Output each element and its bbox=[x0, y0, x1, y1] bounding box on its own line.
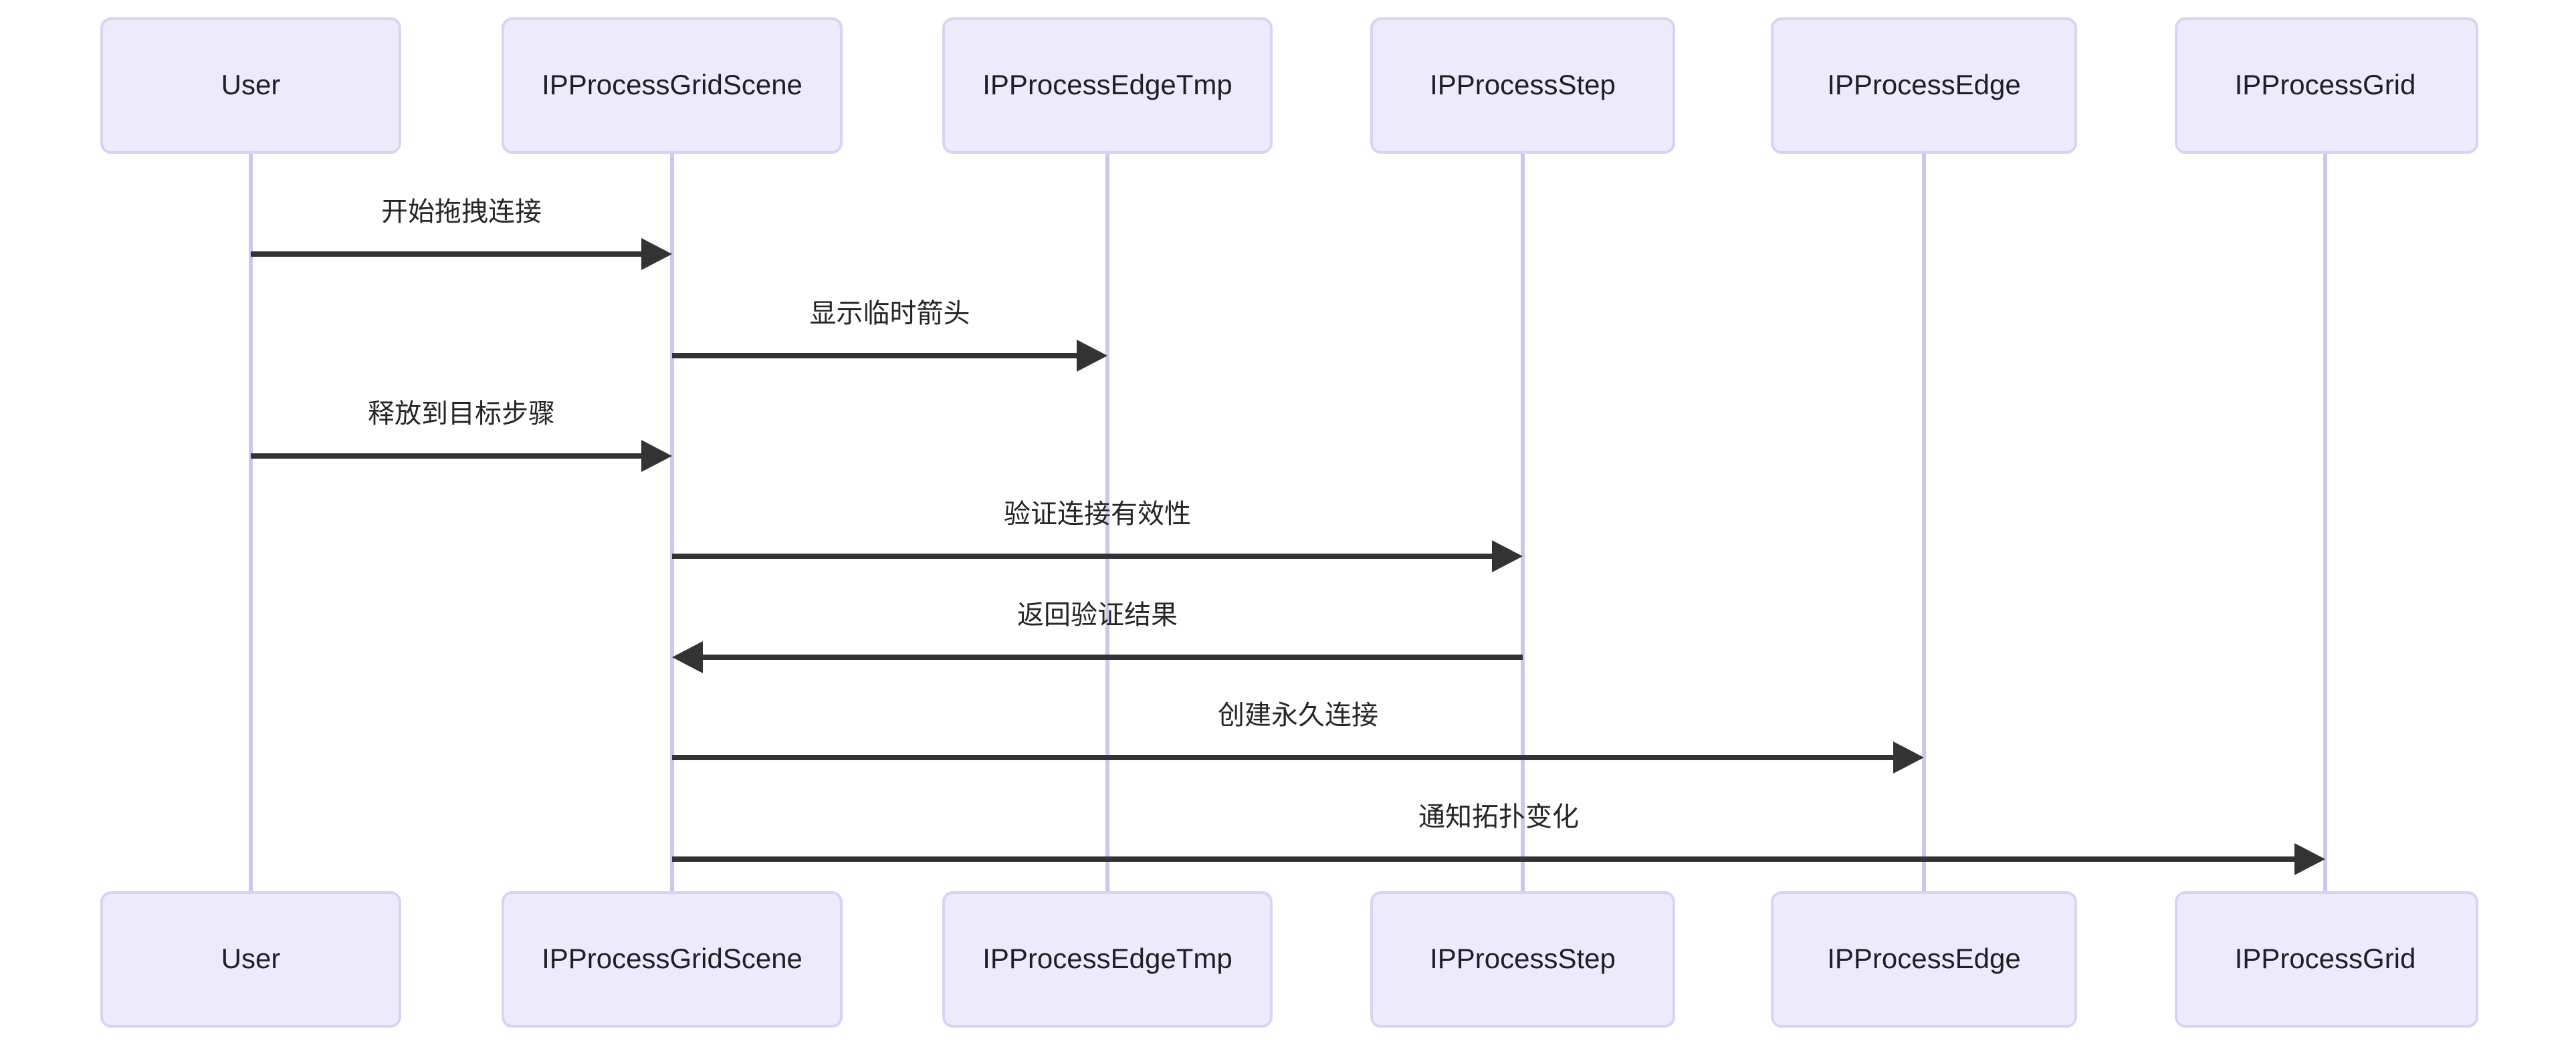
actor-label-user-top: User bbox=[221, 69, 281, 100]
message-3: 释放到目标步骤 bbox=[251, 399, 672, 472]
message-5: 返回验证结果 bbox=[672, 600, 1523, 673]
actor-label-grid-bottom: IPProcessGrid bbox=[2235, 943, 2416, 974]
actor-user-top: User bbox=[100, 17, 401, 154]
actor-box-edgetmp-top bbox=[942, 17, 1273, 154]
actor-label-step-bottom: IPProcessStep bbox=[1430, 943, 1616, 974]
actor-label-user-bottom: User bbox=[221, 943, 281, 974]
actor-edgetmp-bottom: IPProcessEdgeTmp bbox=[942, 891, 1273, 1028]
actor-box-user-bottom bbox=[100, 891, 401, 1028]
actor-box-edge-top bbox=[1771, 17, 2077, 154]
lifelines-layer bbox=[249, 152, 2327, 893]
message-arrowhead-7 bbox=[2294, 843, 2325, 875]
actor-boxes-bottom: User IPProcessGridScene IPProcessEdgeTmp IP… bbox=[100, 891, 2478, 1028]
message-label-5: 返回验证结果 bbox=[1017, 600, 1178, 630]
message-2: 显示临时箭头 bbox=[672, 299, 1107, 372]
message-6: 创建永久连接 bbox=[672, 701, 1924, 774]
message-label-6: 创建永久连接 bbox=[1218, 701, 1378, 730]
message-label-3: 释放到目标步骤 bbox=[368, 399, 555, 429]
message-arrowhead-4 bbox=[1492, 540, 1523, 572]
message-7: 通知拓扑变化 bbox=[672, 802, 2325, 875]
actor-label-edge-bottom: IPProcessEdge bbox=[1827, 943, 2021, 974]
actor-gridscene-top: IPProcessGridScene bbox=[502, 17, 843, 154]
message-arrowhead-5 bbox=[672, 641, 703, 673]
actor-box-edgetmp-bottom bbox=[942, 891, 1273, 1028]
message-arrowhead-6 bbox=[1893, 741, 1924, 774]
actor-box-grid-top bbox=[2175, 17, 2478, 154]
actor-user-bottom: User bbox=[100, 891, 401, 1028]
actor-box-edge-bottom bbox=[1771, 891, 2077, 1028]
actor-step-top: IPProcessStep bbox=[1370, 17, 1675, 154]
actor-grid-top: IPProcessGrid bbox=[2175, 17, 2478, 154]
actor-box-gridscene-top bbox=[502, 17, 843, 154]
message-label-4: 验证连接有效性 bbox=[1004, 499, 1191, 529]
actor-grid-bottom: IPProcessGrid bbox=[2175, 891, 2478, 1028]
actor-step-bottom: IPProcessStep bbox=[1370, 891, 1675, 1028]
actor-edge-top: IPProcessEdge bbox=[1771, 17, 2077, 154]
actor-label-edgetmp-bottom: IPProcessEdgeTmp bbox=[982, 943, 1232, 974]
actor-label-grid-top: IPProcessGrid bbox=[2235, 69, 2416, 100]
actor-label-gridscene-top: IPProcessGridScene bbox=[542, 69, 802, 100]
actor-box-grid-bottom bbox=[2175, 891, 2478, 1028]
message-arrowhead-3 bbox=[641, 440, 672, 472]
actor-box-step-top bbox=[1370, 17, 1675, 154]
actor-box-user-top bbox=[100, 17, 401, 154]
message-arrowhead-1 bbox=[641, 238, 672, 270]
message-label-7: 通知拓扑变化 bbox=[1418, 802, 1579, 832]
actor-edgetmp-top: IPProcessEdgeTmp bbox=[942, 17, 1273, 154]
actor-box-step-bottom bbox=[1370, 891, 1675, 1028]
actor-box-gridscene-bottom bbox=[502, 891, 843, 1028]
actor-label-edge-top: IPProcessEdge bbox=[1827, 69, 2021, 100]
actor-label-gridscene-bottom: IPProcessGridScene bbox=[542, 943, 802, 974]
actor-gridscene-bottom: IPProcessGridScene bbox=[502, 891, 843, 1028]
messages-layer: 开始拖拽连接显示临时箭头释放到目标步骤验证连接有效性返回验证结果创建永久连接通知… bbox=[251, 197, 2325, 875]
actor-boxes-top: User IPProcessGridScene IPProcessEdgeTmp IP… bbox=[100, 17, 2478, 154]
message-1: 开始拖拽连接 bbox=[251, 197, 672, 270]
message-arrowhead-2 bbox=[1077, 340, 1107, 372]
message-4: 验证连接有效性 bbox=[672, 499, 1523, 572]
actor-label-step-top: IPProcessStep bbox=[1430, 69, 1616, 100]
actor-label-edgetmp-top: IPProcessEdgeTmp bbox=[982, 69, 1232, 100]
message-label-2: 显示临时箭头 bbox=[810, 299, 970, 328]
message-label-1: 开始拖拽连接 bbox=[381, 197, 542, 227]
actor-edge-bottom: IPProcessEdge bbox=[1771, 891, 2077, 1028]
